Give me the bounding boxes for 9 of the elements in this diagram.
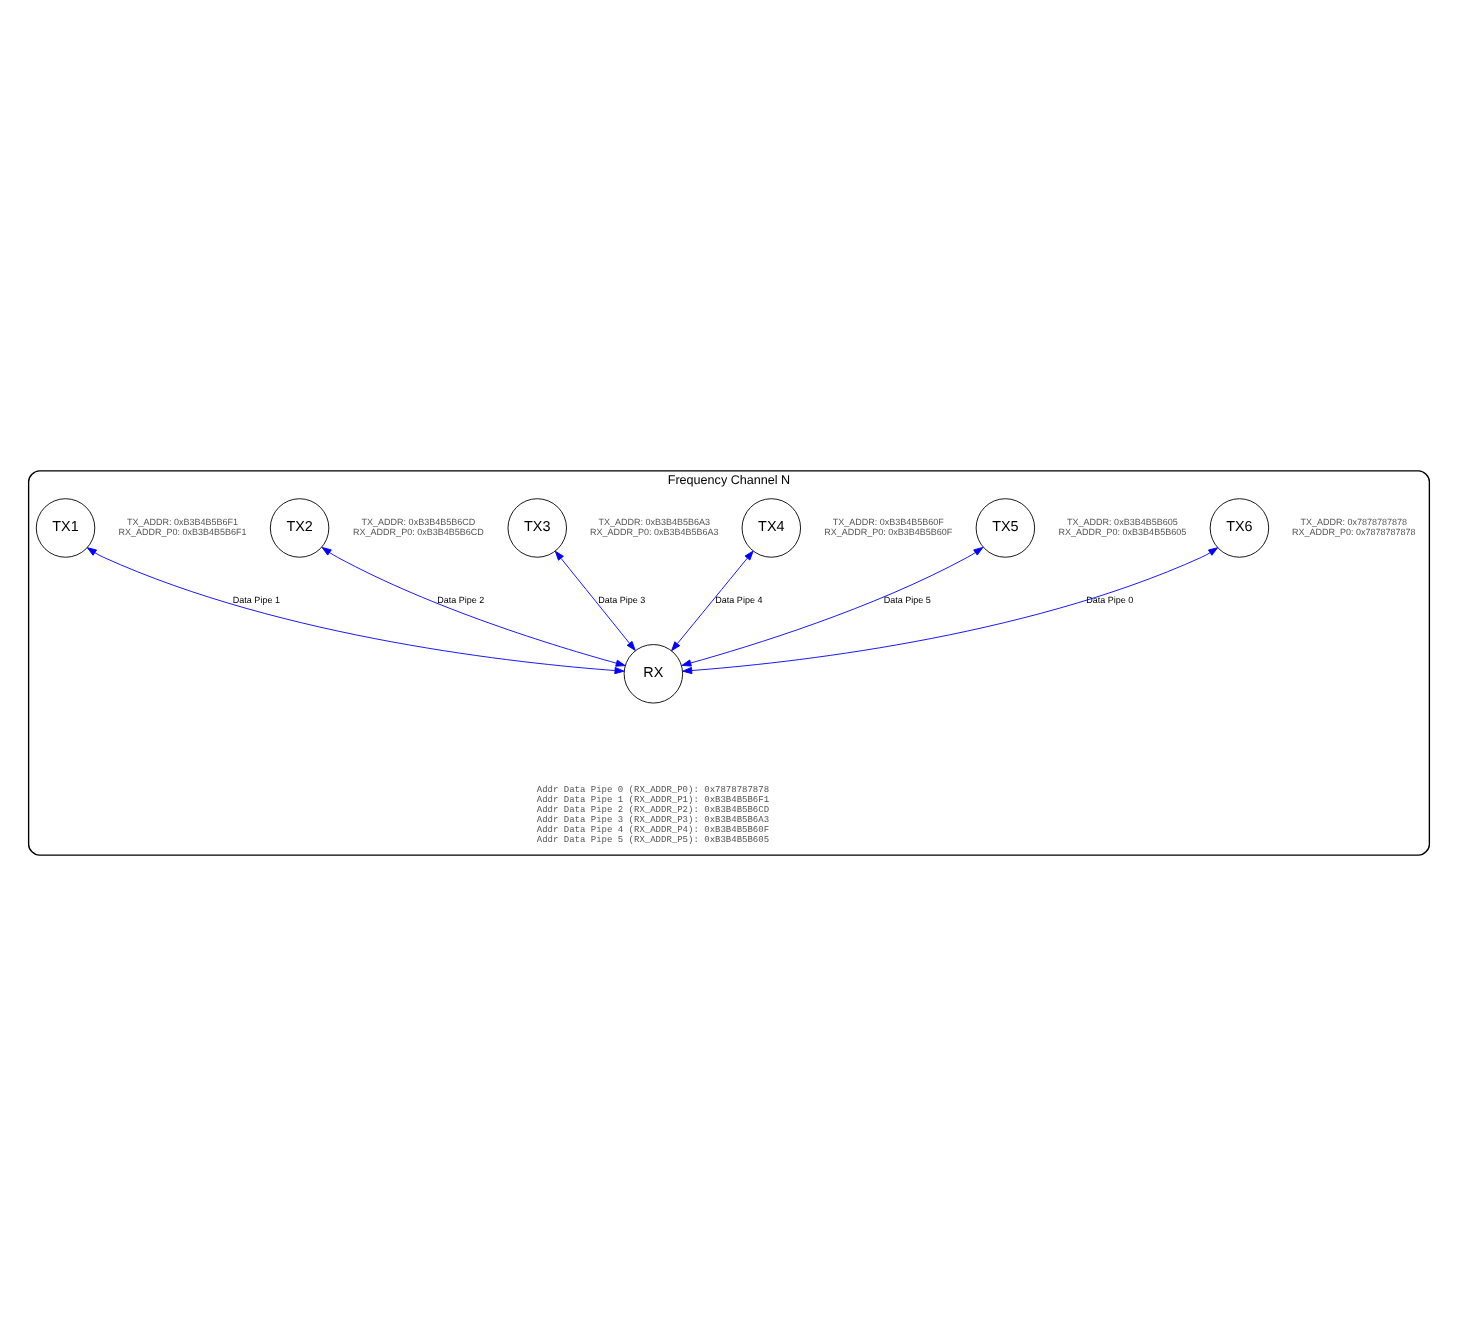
arrow: [86, 547, 625, 675]
arrow: [682, 547, 1219, 675]
node-circle: RX: [623, 644, 684, 704]
node-circle: TX4: [741, 498, 802, 558]
arrow: [554, 550, 636, 651]
node-circle: TX3: [507, 498, 567, 558]
arrow: [671, 550, 754, 652]
arrow: [321, 546, 626, 667]
arrow: [681, 546, 984, 667]
